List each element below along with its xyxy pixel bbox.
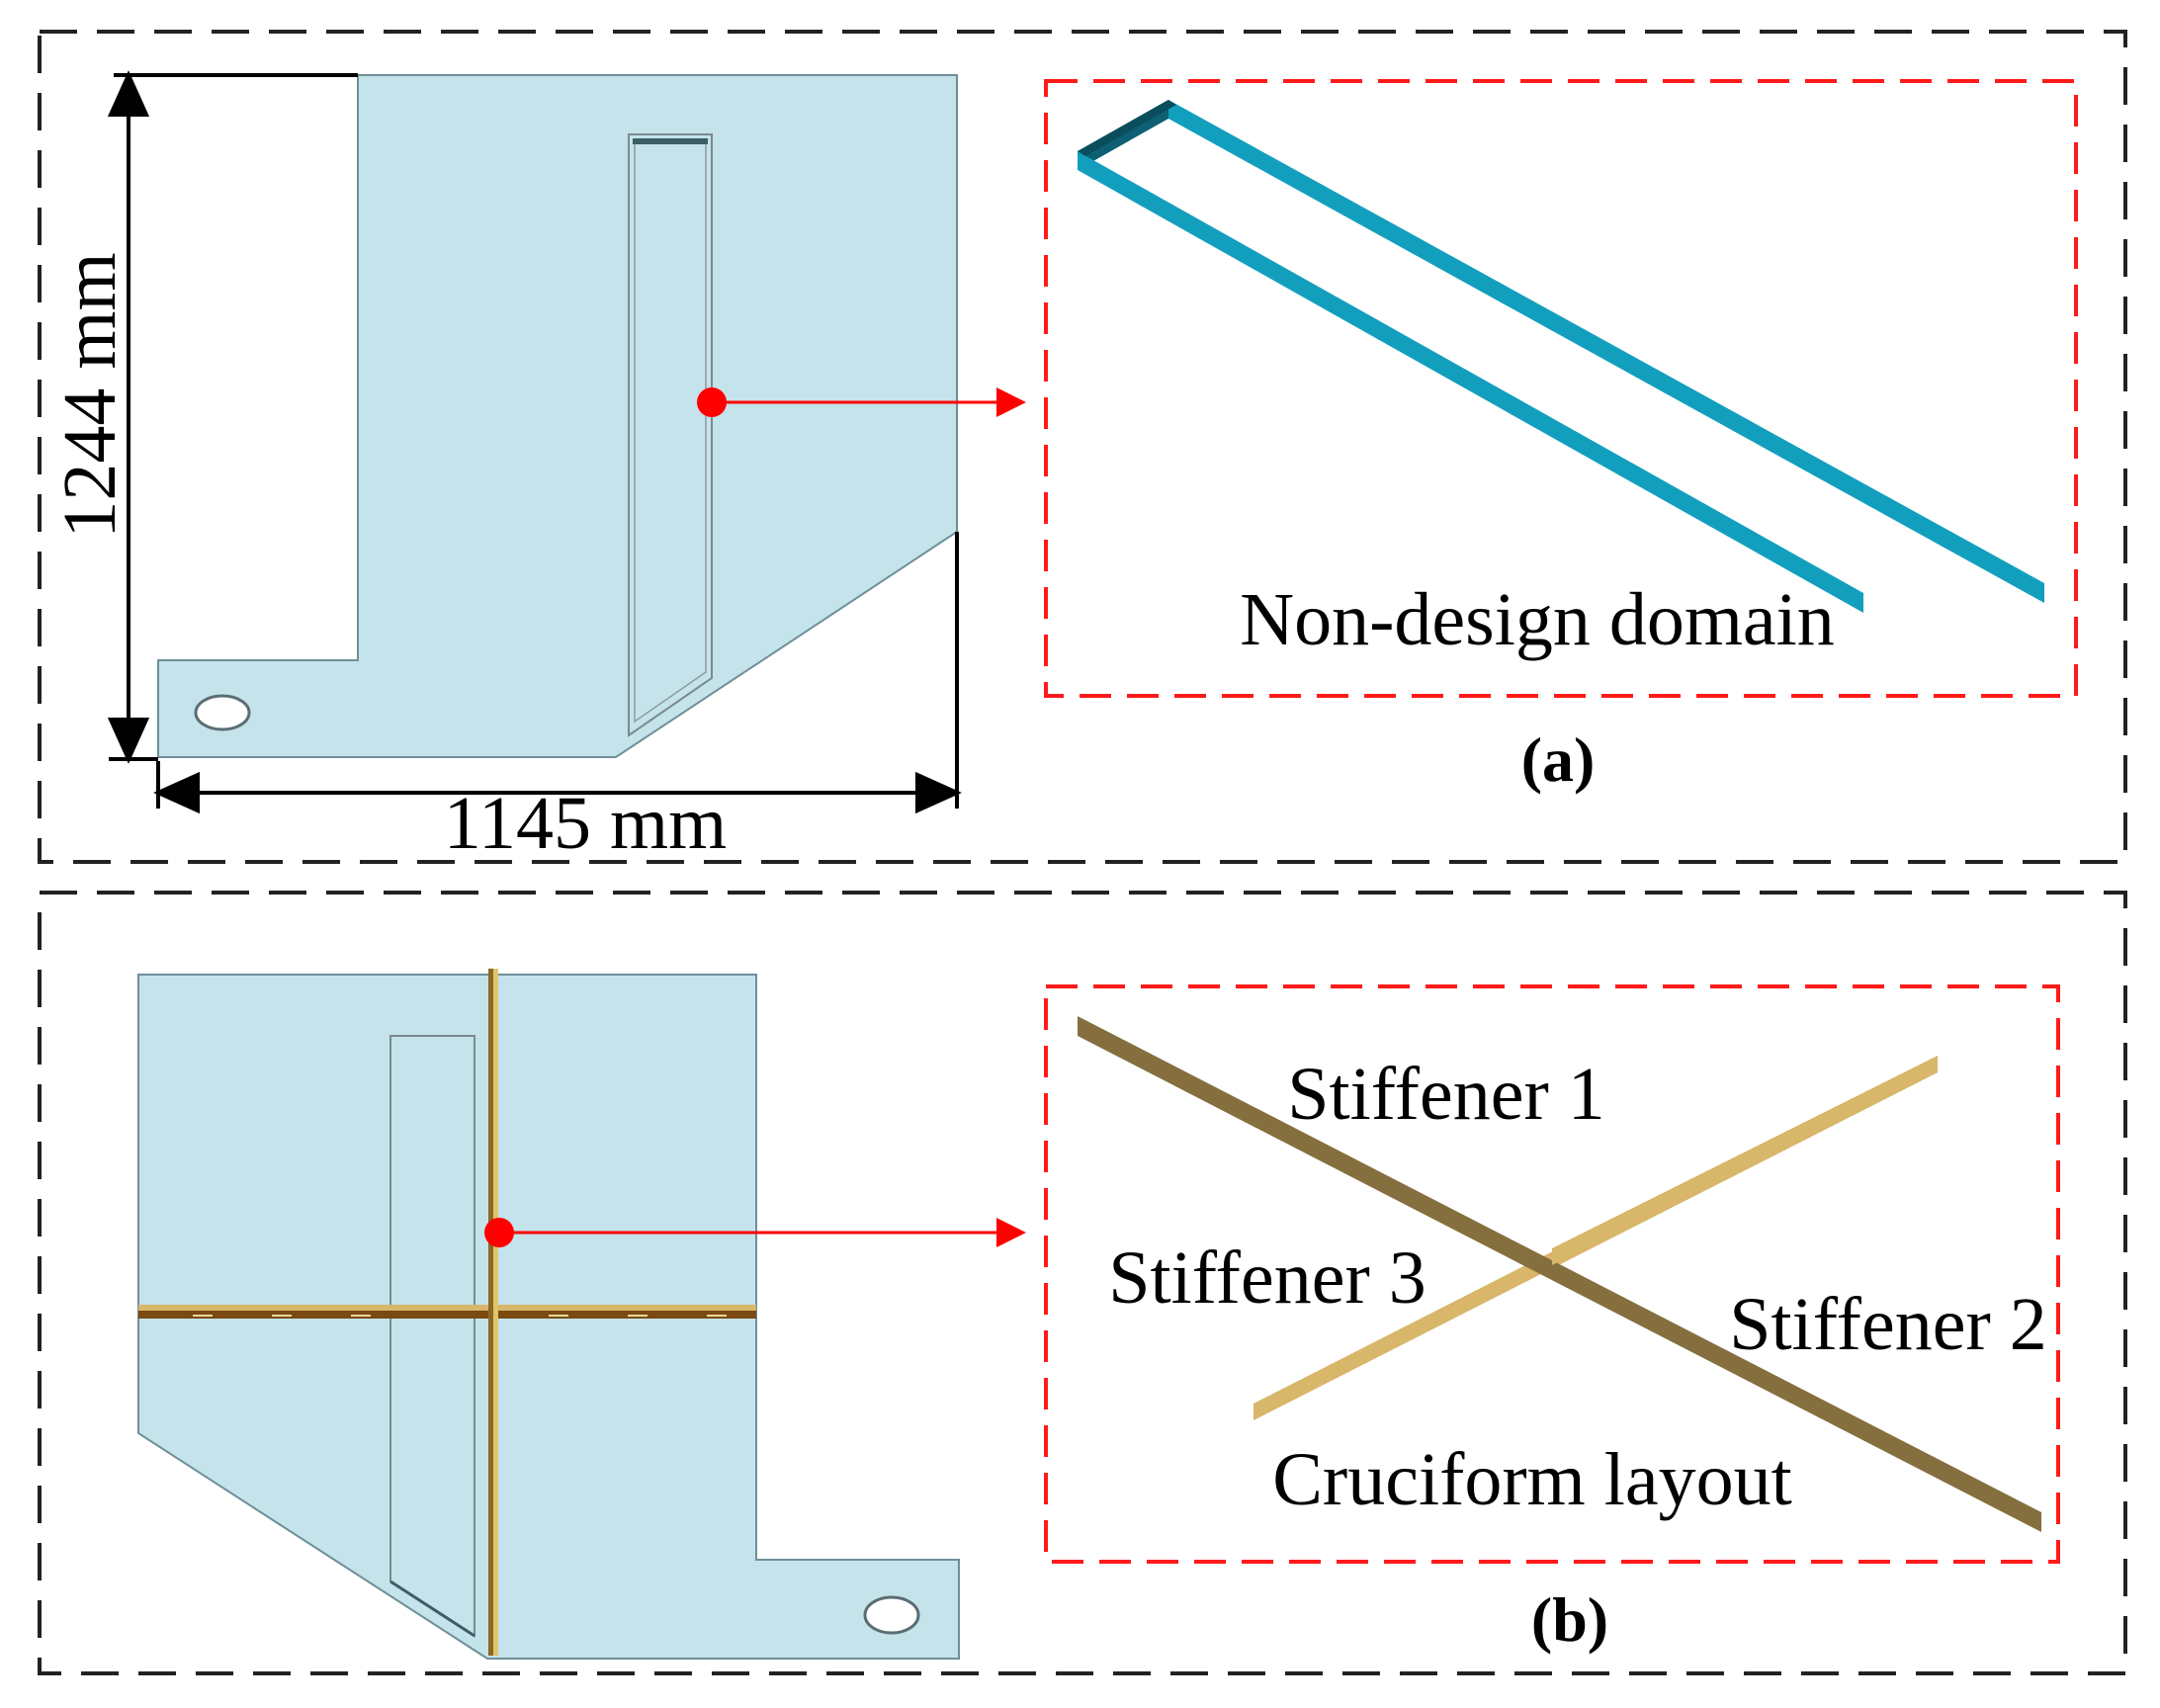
vertical-stiffener — [488, 969, 498, 1656]
stiffener-1-label: Stiffener 1 — [1287, 1053, 1605, 1136]
marker-dot-a — [697, 387, 727, 417]
marker-dot-b — [484, 1218, 514, 1247]
caption-b: (b) — [1531, 1584, 1608, 1655]
width-dimension-label: 1145 mm — [444, 782, 727, 865]
slot-outline-a — [628, 133, 713, 737]
stiffener-3-label: Stiffener 3 — [1108, 1237, 1426, 1320]
horizontal-stiffener — [138, 1305, 756, 1319]
width-dimension-line — [153, 532, 962, 814]
stiffener-1-2-bar — [1078, 1016, 2041, 1532]
slot-base-b — [389, 1580, 475, 1638]
height-dimension-label: 1244 mm — [48, 252, 131, 538]
height-dimension-line — [107, 70, 358, 764]
panel-b: Stiffener 1 Stiffener 3 Stiffener 2 Cruc… — [38, 891, 2127, 1675]
caption-a: (a) — [1521, 725, 1596, 795]
cruciform-layout-label: Cruciform layout — [1272, 1438, 1792, 1521]
slot-top-edge-a — [633, 138, 708, 144]
panel-b-frame — [38, 891, 2127, 1675]
zoom-box-a — [1044, 79, 2078, 698]
hole-b — [863, 1595, 920, 1635]
cruciform-stiffeners — [1078, 1016, 2041, 1532]
non-design-domain-label: Non-design domain — [1240, 578, 1835, 661]
stiffener-2-label: Stiffener 2 — [1729, 1283, 2047, 1366]
zoom-box-b — [1044, 984, 2060, 1564]
panel-a: 1244 mm 1145 mm Non-design domain (a) — [38, 30, 2127, 865]
non-design-frame — [1078, 100, 2044, 613]
panel-a-frame — [38, 30, 2127, 864]
plate-a — [157, 74, 958, 758]
hole-a — [194, 694, 251, 731]
